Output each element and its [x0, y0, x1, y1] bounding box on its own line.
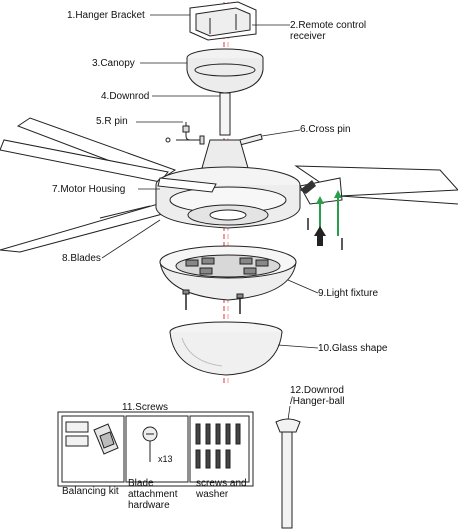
canopy	[186, 48, 264, 94]
label-hanger-bracket: 1.Hanger Bracket	[67, 10, 145, 21]
label-remote-receiver-2: receiver	[290, 31, 326, 42]
label-downrod-ball-2: /Hanger-ball	[290, 396, 345, 407]
label-remote-receiver: 2.Remote control	[290, 20, 367, 31]
label-downrod: 4.Downrod	[101, 91, 150, 102]
light-fixture	[159, 245, 297, 314]
downrod	[219, 92, 231, 136]
label-glass-shape: 10.Glass shape	[318, 343, 388, 354]
r-pin	[165, 122, 205, 145]
kit-label-blade-hw-2: attachment	[128, 489, 178, 500]
label-motor-housing: 7.Motor Housing	[52, 184, 126, 195]
label-downrod-ball: 12.Downrod	[290, 385, 344, 396]
downrod-hanger-ball	[275, 418, 301, 529]
kit-label-count: x13	[158, 454, 173, 464]
label-blades: 8.Blades	[62, 253, 101, 264]
screws-kit-box	[57, 411, 254, 487]
label-r-pin: 5.R pin	[96, 116, 128, 127]
kit-label-balancing: Balancing kit	[62, 486, 119, 497]
motor-housing	[155, 139, 301, 229]
kit-label-blade-hw-1: Blade	[128, 478, 154, 489]
hanger-bracket	[189, 1, 257, 41]
label-screws: 11.Screws	[122, 402, 168, 413]
leader-lines	[101, 14, 319, 421]
glass-shade	[169, 321, 283, 376]
label-canopy: 3.Canopy	[92, 58, 135, 69]
kit-label-screws-washer-1: screws and	[196, 478, 247, 489]
kit-label-screws-washer-2: washer	[196, 489, 229, 500]
blade-screws-arrows	[300, 180, 343, 250]
label-cross-pin: 6.Cross pin	[300, 124, 351, 135]
left-blades	[0, 117, 177, 253]
kit-label-blade-hw-3: hardware	[128, 500, 170, 511]
label-light-fixture: 9.Light fixture	[318, 288, 379, 299]
